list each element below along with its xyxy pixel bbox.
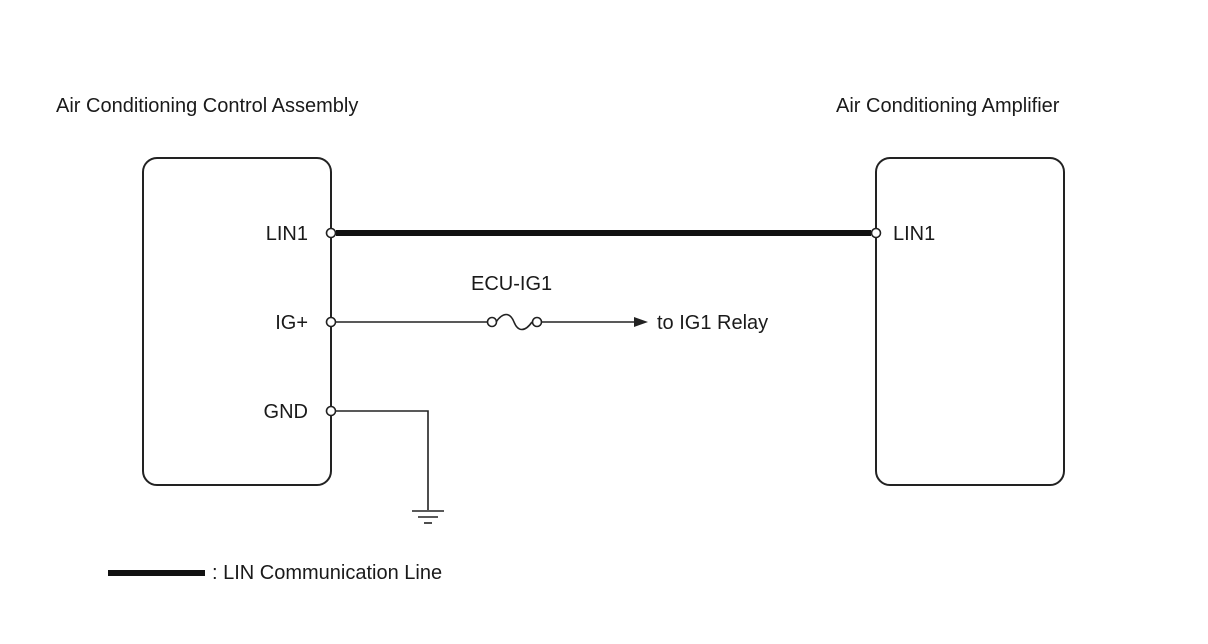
right-lin1-label: LIN1: [893, 223, 935, 245]
left-gnd-terminal-icon: [325, 405, 337, 417]
right-assembly-title: Air Conditioning Amplifier: [836, 95, 1060, 117]
left-ig-plus-terminal-icon: [325, 316, 337, 328]
fuse-label: ECU-IG1: [471, 273, 552, 295]
ground-icon: [412, 510, 444, 524]
left-gnd-label: GND: [264, 401, 308, 423]
left-lin1-label: LIN1: [266, 223, 308, 245]
ground-wire: [335, 410, 429, 510]
arrow-right-icon: [634, 317, 648, 327]
left-assembly-title: Air Conditioning Control Assembly: [56, 95, 358, 117]
fuse-icon: [486, 313, 543, 331]
legend-lin-line-label: : LIN Communication Line: [212, 562, 442, 584]
air-conditioning-amplifier-box: [875, 157, 1065, 486]
left-ig-plus-label: IG+: [275, 312, 308, 334]
relay-destination-label: to IG1 Relay: [657, 312, 768, 334]
left-lin1-terminal-icon: [325, 227, 337, 239]
right-lin1-terminal-icon: [870, 227, 882, 239]
